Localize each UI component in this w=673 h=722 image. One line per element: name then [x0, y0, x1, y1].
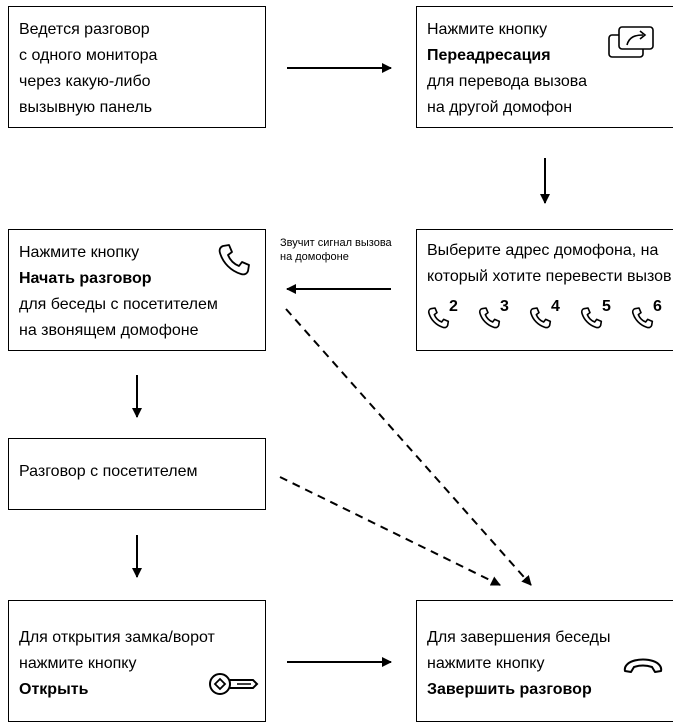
- step-text: для беседы с посетителем: [19, 296, 218, 313]
- step-text: Для открытия замка/ворот: [19, 629, 215, 646]
- step-text: Нажмите кнопку: [19, 244, 140, 261]
- address-number: 5: [602, 298, 611, 315]
- step-end-talk: Для завершения беседы нажмите кнопку Зав…: [416, 600, 673, 722]
- button-name-end-talk: Завершить разговор: [427, 681, 592, 698]
- handset-icon: [218, 244, 250, 276]
- step-text: на другой домофон: [427, 99, 573, 116]
- button-name-start-talk: Начать разговор: [19, 270, 152, 287]
- address-6: 6: [631, 298, 669, 336]
- address-number: 2: [449, 298, 458, 315]
- step-text: Нажмите кнопку: [427, 21, 548, 38]
- step-text: с одного монитора: [19, 47, 158, 64]
- note-text: на домофоне: [280, 251, 349, 263]
- button-name-forward: Переадресация: [427, 47, 551, 64]
- step-talk-with-visitor: Разговор с посетителем: [8, 438, 266, 510]
- address-4: 4: [529, 298, 567, 336]
- step-text: нажмите кнопку: [427, 655, 545, 672]
- step-text: Для завершения беседы: [427, 629, 611, 646]
- dashed-arrow-s3-to-s7: [285, 308, 532, 586]
- step-text: Выберите адрес домофона, на: [427, 242, 659, 259]
- handset-icon: [580, 307, 603, 329]
- address-5: 5: [580, 298, 618, 336]
- step-text: Ведется разговор: [19, 21, 150, 38]
- step-text: через какую-либо: [19, 73, 151, 90]
- step-ongoing-call: Ведется разговор с одного монитора через…: [8, 6, 266, 128]
- address-2: 2: [427, 298, 465, 336]
- step-text: на звонящем домофоне: [19, 322, 199, 339]
- handset-icon: [478, 307, 501, 329]
- call-signal-note: Звучит сигнал вызова на домофоне: [280, 236, 392, 264]
- step-press-forward: Нажмите кнопку Переадресация для перевод…: [416, 6, 673, 128]
- handset-icon: [631, 307, 654, 329]
- hang-up-icon: [623, 658, 663, 673]
- forward-icon: [608, 26, 654, 58]
- step-open-lock: Для открытия замка/ворот нажмите кнопку …: [8, 600, 266, 722]
- step-text: вызывную панель: [19, 99, 153, 116]
- address-list: 2 3 4 5 6: [427, 298, 669, 336]
- address-number: 6: [653, 298, 662, 315]
- address-number: 4: [551, 298, 560, 315]
- note-text: Звучит сигнал вызова: [280, 237, 392, 249]
- key-icon: [209, 673, 259, 695]
- handset-icon: [427, 307, 450, 329]
- step-text: Разговор с посетителем: [19, 463, 198, 480]
- address-3: 3: [478, 298, 516, 336]
- address-number: 3: [500, 298, 509, 315]
- step-text: нажмите кнопку: [19, 655, 137, 672]
- step-text: для перевода вызова: [427, 73, 587, 90]
- button-name-open: Открыть: [19, 681, 89, 698]
- dashed-arrow-s5-to-s7: [279, 476, 501, 586]
- handset-icon: [529, 307, 552, 329]
- step-select-address: Выберите адрес домофона, на который хоти…: [416, 229, 673, 351]
- step-text: который хотите перевести вызов: [427, 268, 672, 285]
- step-start-talk: Нажмите кнопку Начать разговор для бесед…: [8, 229, 266, 351]
